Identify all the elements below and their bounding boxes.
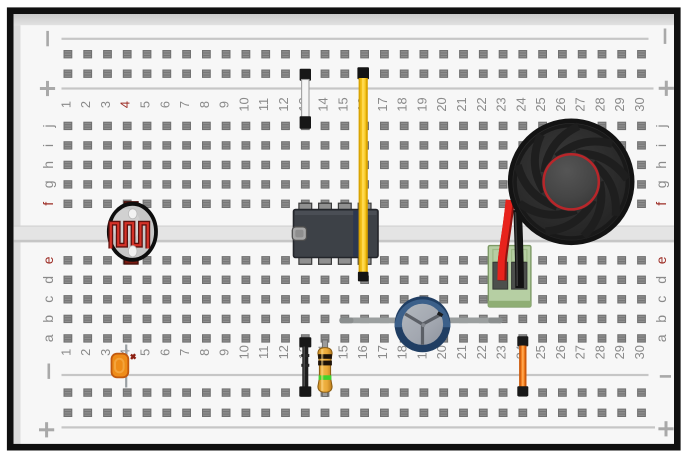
svg-text:22: 22: [474, 345, 489, 359]
svg-text:19: 19: [414, 97, 429, 111]
svg-text:3: 3: [98, 101, 113, 108]
svg-text:a: a: [40, 334, 56, 342]
svg-text:25: 25: [533, 345, 548, 359]
svg-text:8: 8: [197, 101, 212, 108]
svg-text:8: 8: [197, 349, 212, 356]
svg-text:20: 20: [434, 97, 449, 111]
svg-text:e: e: [653, 256, 669, 264]
svg-text:29: 29: [612, 97, 627, 111]
svg-text:26: 26: [553, 97, 568, 111]
svg-text:17: 17: [375, 97, 390, 111]
svg-text:b: b: [40, 315, 56, 323]
svg-text:4: 4: [118, 101, 133, 108]
svg-text:d: d: [40, 276, 56, 284]
svg-text:5: 5: [138, 349, 153, 356]
svg-text:10: 10: [236, 97, 251, 111]
svg-text:23: 23: [494, 345, 509, 359]
svg-text:26: 26: [553, 345, 568, 359]
svg-text:e: e: [40, 256, 56, 264]
svg-text:g: g: [653, 181, 669, 189]
svg-text:30: 30: [632, 97, 647, 111]
svg-text:23: 23: [494, 97, 509, 111]
svg-text:6: 6: [157, 101, 172, 108]
svg-text:i: i: [653, 144, 669, 147]
svg-text:15: 15: [335, 345, 350, 359]
svg-text:28: 28: [593, 345, 608, 359]
svg-text:9: 9: [217, 349, 232, 356]
svg-text:b: b: [653, 315, 669, 323]
svg-text:11: 11: [256, 98, 271, 111]
svg-text:d: d: [653, 276, 669, 284]
svg-text:3: 3: [98, 349, 113, 356]
svg-text:2: 2: [78, 101, 93, 108]
svg-text:17: 17: [375, 345, 390, 359]
svg-text:f: f: [653, 202, 669, 206]
svg-text:11: 11: [256, 346, 271, 359]
svg-text:27: 27: [573, 345, 588, 359]
svg-text:18: 18: [395, 97, 410, 111]
svg-text:22: 22: [474, 97, 489, 111]
svg-text:18: 18: [395, 345, 410, 359]
svg-text:21: 21: [454, 345, 469, 359]
svg-text:28: 28: [593, 97, 608, 111]
svg-text:29: 29: [612, 345, 627, 359]
svg-text:7: 7: [177, 349, 192, 356]
svg-text:27: 27: [573, 97, 588, 111]
svg-text:a: a: [653, 334, 669, 342]
svg-text:h: h: [653, 161, 669, 169]
svg-text:15: 15: [335, 97, 350, 111]
svg-text:j: j: [40, 124, 56, 128]
svg-text:1: 1: [58, 349, 73, 356]
svg-text:7: 7: [177, 101, 192, 108]
svg-text:j: j: [653, 124, 669, 128]
svg-text:24: 24: [513, 97, 528, 111]
svg-text:6: 6: [157, 349, 172, 356]
svg-text:12: 12: [276, 345, 291, 359]
svg-text:12: 12: [276, 97, 291, 111]
svg-text:i: i: [40, 144, 56, 147]
svg-text:9: 9: [217, 101, 232, 108]
svg-text:20: 20: [434, 345, 449, 359]
svg-text:h: h: [40, 161, 56, 169]
svg-text:16: 16: [355, 345, 370, 359]
svg-text:f: f: [40, 202, 56, 206]
svg-text:10: 10: [236, 345, 251, 359]
svg-text:c: c: [653, 296, 669, 303]
svg-text:1: 1: [58, 101, 73, 108]
svg-text:g: g: [40, 181, 56, 189]
svg-text:25: 25: [533, 97, 548, 111]
svg-text:2: 2: [78, 349, 93, 356]
svg-text:5: 5: [138, 101, 153, 108]
svg-text:30: 30: [632, 345, 647, 359]
svg-text:c: c: [40, 296, 56, 303]
svg-text:14: 14: [316, 97, 331, 111]
svg-text:21: 21: [454, 97, 469, 111]
